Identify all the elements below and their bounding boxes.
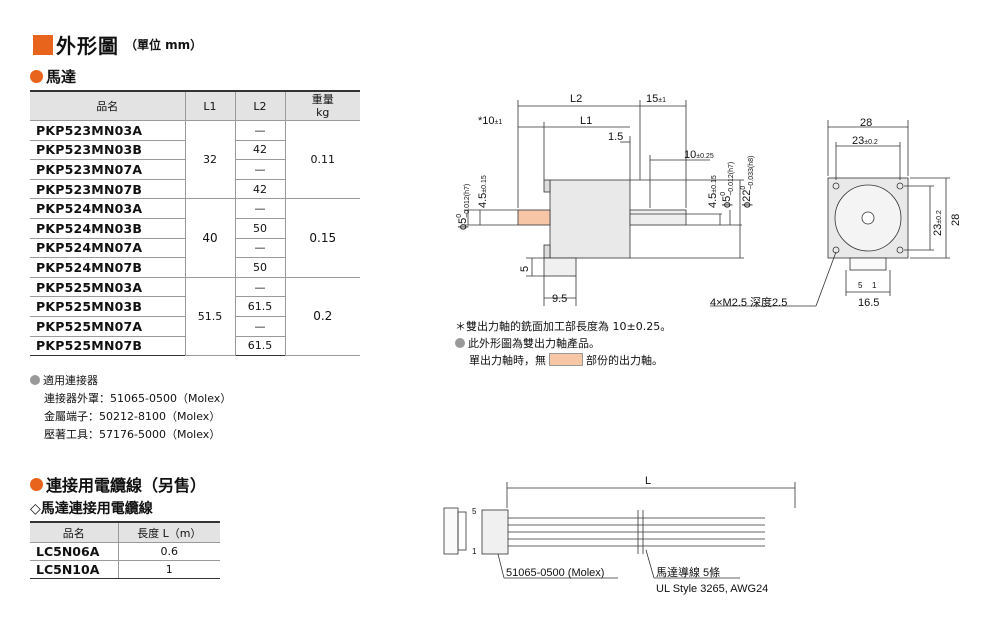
- screw-hole-label: 4×M2.5 深度2.5: [710, 295, 787, 309]
- page-heading: 外形圖 （單位 mm）: [33, 30, 202, 59]
- cable-section-title: 連接用電纜線（另售）: [30, 472, 206, 496]
- cable-leads-label: 馬達導線 5條: [656, 565, 720, 579]
- connector-housing-icon: [443, 507, 459, 555]
- dim-1-5: 1.5: [608, 131, 623, 143]
- rear-shaft: [629, 209, 687, 226]
- dim-l1: L1: [580, 115, 592, 127]
- dim-9-5: 9.5: [552, 293, 567, 305]
- col-l2: L2: [234, 90, 286, 121]
- dim-shaft-dia-right: ϕ50−0.012(h7): [720, 162, 735, 208]
- dim-10-flat: 10±0.25: [684, 149, 714, 161]
- orange-square-icon: [33, 34, 53, 55]
- dim-23-width: 23±0.2: [852, 135, 878, 147]
- dim-28-width: 28: [860, 117, 872, 129]
- note-double-shaft: 此外形圖為雙出力軸產品。: [455, 335, 671, 352]
- cable-spec-label: UL Style 3265, AWG24: [656, 583, 768, 595]
- table-row: PKP524MN03A 40 — 0.15: [30, 198, 360, 278]
- connector-notes: 適用連接器 連接器外罩：51065-0500（Molex） 金屬端子：50212…: [30, 372, 231, 444]
- cable-length-l: L: [645, 475, 651, 487]
- connector-terminal: 金屬端子：50212-8100（Molex）: [44, 410, 221, 423]
- pin-5-label: 5: [858, 281, 863, 290]
- note-single-shaft: 單出力軸時，無部份的出力軸。: [469, 353, 663, 367]
- col-l1: L1: [184, 90, 236, 121]
- motor-section-title: 馬達: [30, 66, 76, 87]
- unit-label: （單位 mm）: [125, 38, 203, 52]
- dim-shaft-dia-left: ϕ50−0.012(h7): [456, 184, 471, 230]
- gray-dot-icon: [30, 375, 40, 385]
- col-part-name: 品名: [30, 90, 186, 121]
- dim-4-5-left: 4.5±0.15: [477, 175, 489, 208]
- motor-body: [549, 179, 631, 259]
- cable-pin-1: 1: [472, 547, 477, 556]
- gray-dot-icon: [455, 338, 465, 348]
- dim-l2: L2: [570, 93, 582, 105]
- dim-16-5: 16.5: [858, 297, 879, 309]
- cable-drawing: L 5 1 51065-0500 (Molex) 馬達導線 5條 UL Styl…: [443, 475, 796, 595]
- dim-pilot-dia: ϕ220−0.033(h8): [740, 156, 755, 208]
- connector-housing: 連接器外罩：51065-0500（Molex）: [44, 392, 232, 405]
- shaft-color-swatch: [549, 353, 583, 366]
- table-header: 品名 長度 L（m）: [30, 521, 220, 543]
- table-row: PKP523MN03A 32 — 0.11: [30, 119, 360, 200]
- dim-23-height: 23±0.2: [932, 210, 944, 236]
- dim-10: *10±1: [478, 115, 502, 127]
- cable-pin-5: 5: [472, 507, 477, 516]
- connector-tool: 壓著工具：57176-5000（Molex）: [44, 428, 221, 441]
- table-row: PKP525MN03A 51.5 — 0.2: [30, 276, 360, 357]
- dim-28-height: 28: [950, 214, 962, 226]
- table-row: PKP525MN07A—: [30, 315, 360, 337]
- connector-body: [543, 257, 577, 277]
- pin-1-label: 1: [872, 281, 877, 290]
- front-shaft: [517, 209, 551, 226]
- table-row: PKP524MN07A—: [30, 237, 360, 259]
- orange-dot-icon: [30, 477, 43, 491]
- cable-connector-label: 51065-0500 (Molex): [506, 567, 604, 579]
- dim-5: 5: [519, 266, 531, 272]
- cable-subtitle: ◇馬達連接用電纜線: [30, 501, 153, 517]
- note-flat-length: ＊雙出力軸的銑面加工部長度為 10±0.25。: [455, 320, 672, 333]
- drawing-notes: ＊雙出力軸的銑面加工部長度為 10±0.25。 此外形圖為雙出力軸產品。 單出力…: [455, 318, 671, 369]
- dim-4-5-right: 4.5±0.15: [707, 175, 719, 208]
- motor-outline-drawing: L2 15±1 *10±1 L1 1.5 10±0.25 9.5 5 ϕ50−0…: [456, 93, 962, 309]
- page-title: 外形圖: [56, 34, 119, 58]
- orange-dot-icon: [30, 70, 43, 83]
- dim-15: 15±1: [646, 93, 666, 105]
